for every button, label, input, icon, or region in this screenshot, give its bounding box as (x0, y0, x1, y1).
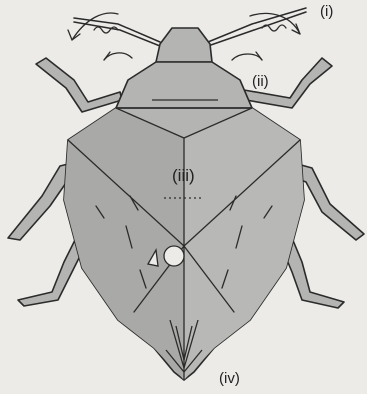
arrow-left-curve (72, 13, 118, 40)
step-label-ii: (ii) (252, 74, 269, 89)
step-label-iii: (iii) (172, 167, 195, 184)
step-label-i: (i) (320, 4, 333, 19)
wing-right-shade (184, 108, 304, 380)
leg-front-left (36, 58, 122, 112)
wing-left-shade (64, 108, 184, 380)
arrow-right-head (292, 24, 300, 34)
beetle-head (156, 28, 212, 62)
step-label-iv: (iv) (219, 371, 240, 386)
antenna-right (208, 8, 306, 42)
